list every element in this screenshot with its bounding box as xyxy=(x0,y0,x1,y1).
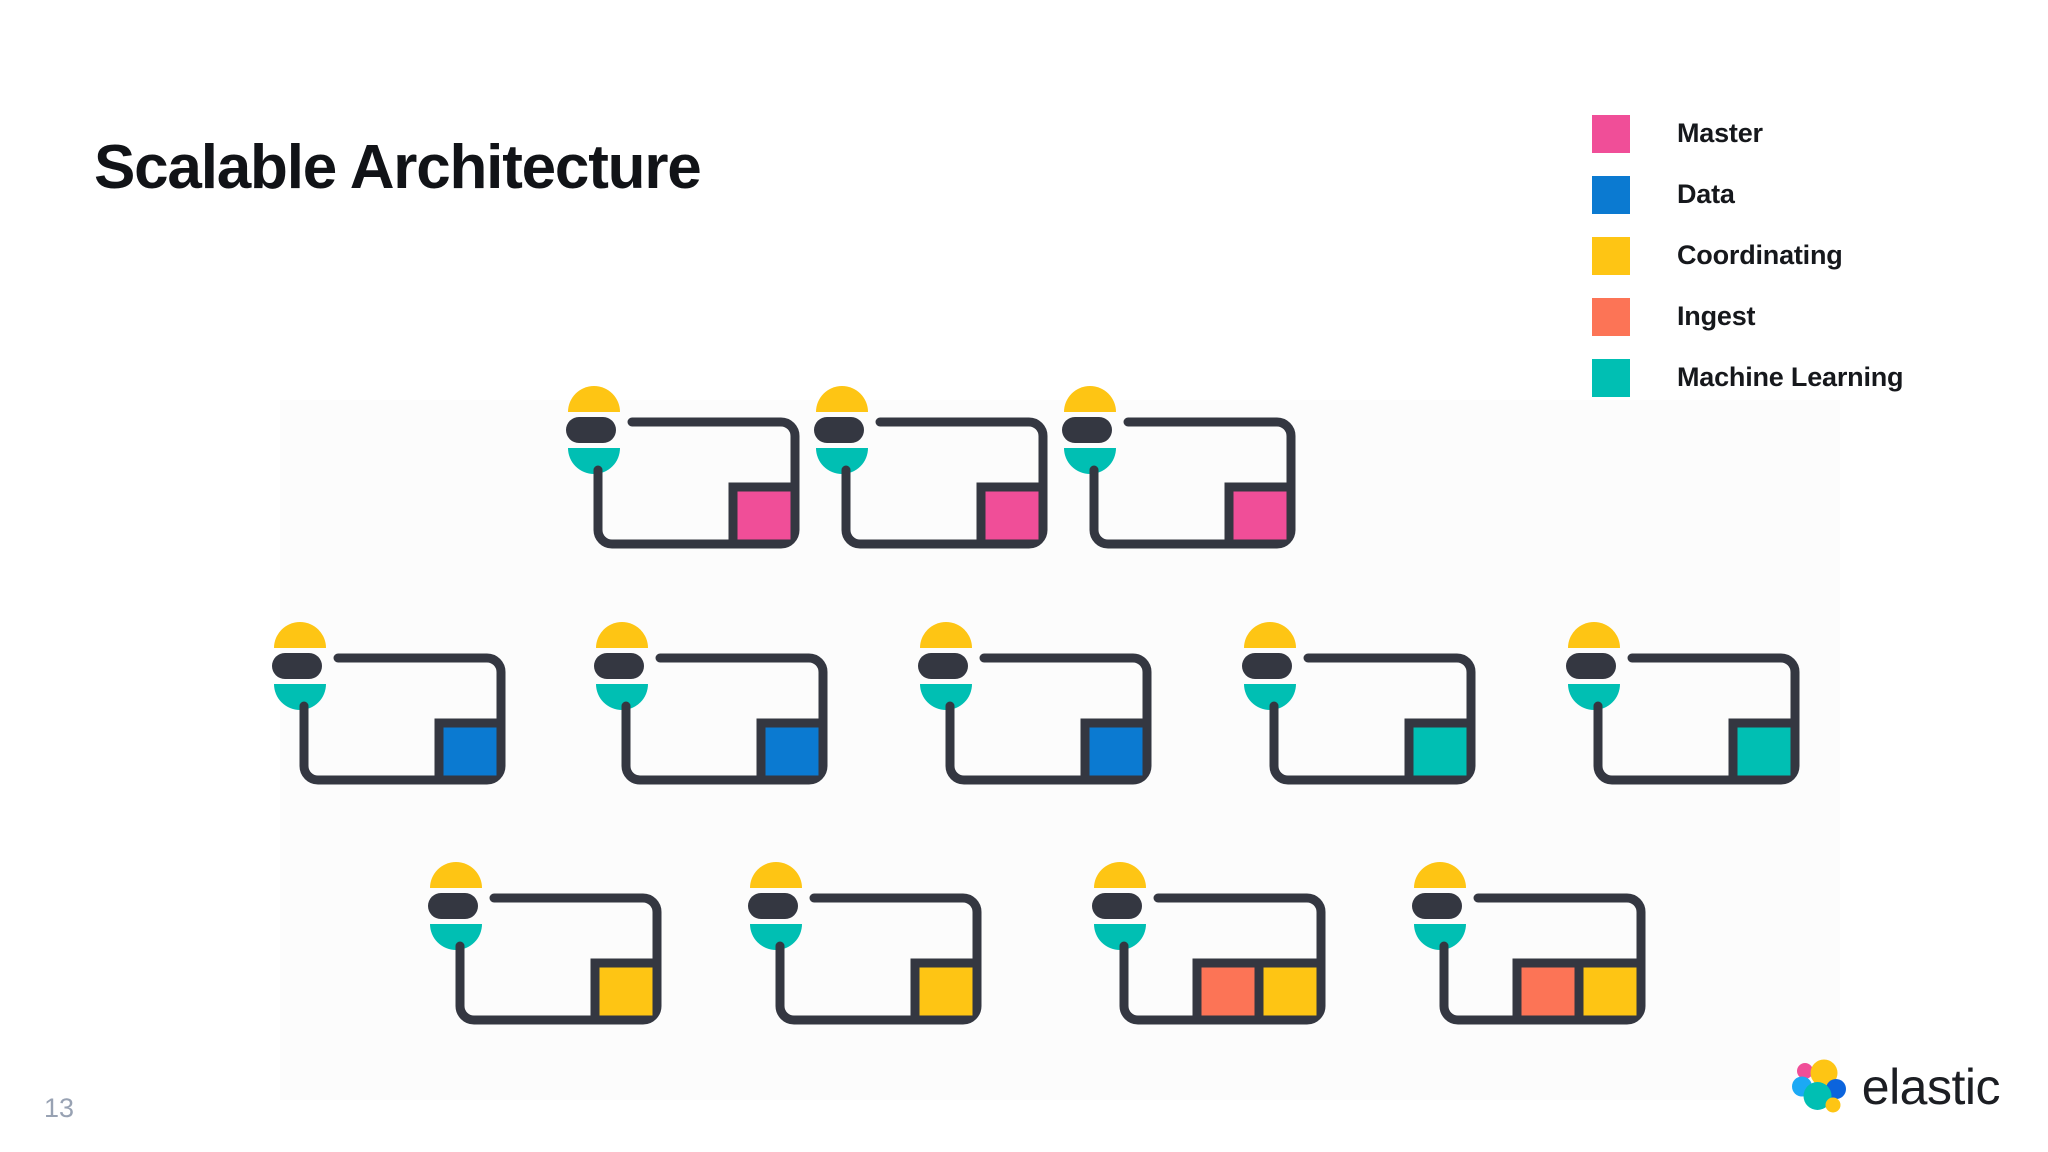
node-outline xyxy=(1119,893,1326,1025)
elastic-mark-icon xyxy=(1062,386,1116,474)
cluster-node-graphic xyxy=(594,622,828,785)
node-outline xyxy=(775,893,982,1025)
cluster-node[interactable] xyxy=(918,618,1168,794)
node-outline xyxy=(621,653,828,785)
cluster-node[interactable] xyxy=(1566,618,1816,794)
cluster-node[interactable] xyxy=(1412,858,1662,1034)
elastic-mark-icon xyxy=(1242,622,1296,710)
node-role-badge-frame xyxy=(756,718,823,780)
cluster-node-graphic xyxy=(428,862,662,1025)
node-outline xyxy=(1089,417,1296,549)
cluster-node[interactable] xyxy=(1092,858,1342,1034)
node-role-badge-master[interactable] xyxy=(1233,491,1287,540)
cluster-node[interactable] xyxy=(1062,382,1312,558)
page-number: 13 xyxy=(44,1093,75,1123)
cluster-node-graphic xyxy=(748,862,982,1025)
cluster-node-graphic xyxy=(814,386,1048,549)
legend-item-data[interactable]: Data xyxy=(1592,164,1903,225)
cluster-node[interactable] xyxy=(814,382,1064,558)
node-role-badge-frame xyxy=(1404,718,1471,780)
cluster-node-graphic xyxy=(566,386,800,549)
legend-item-coordinating[interactable]: Coordinating xyxy=(1592,225,1903,286)
elastic-mark-icon xyxy=(814,386,868,474)
node-role-badge-ingest[interactable] xyxy=(1521,967,1575,1016)
elastic-mark-icon xyxy=(1412,862,1466,950)
elastic-mark-icon xyxy=(566,386,620,474)
node-role-badge-frame xyxy=(1080,718,1147,780)
cluster-node[interactable] xyxy=(748,858,998,1034)
node-role-badge-coordinating[interactable] xyxy=(1583,967,1637,1016)
elastic-mark-icon xyxy=(428,862,482,950)
elastic-wordmark: elastic xyxy=(1861,1059,2001,1115)
cluster-node-graphic xyxy=(918,622,1152,785)
node-role-badge-frame xyxy=(1728,718,1795,780)
node-role-badge-frame xyxy=(1224,482,1291,544)
legend-label-coordinating: Coordinating xyxy=(1677,240,1843,270)
node-role-badge-machine-learning[interactable] xyxy=(1737,727,1791,776)
node-role-badge-coordinating[interactable] xyxy=(919,967,973,1016)
page-title: Scalable Architecture xyxy=(94,132,702,202)
legend-swatch-data xyxy=(1592,175,1630,214)
legend-label-master: Master xyxy=(1677,118,1763,148)
node-role-badge-frame xyxy=(910,958,977,1020)
node-outline xyxy=(593,417,800,549)
node-role-badge-frame xyxy=(590,958,657,1020)
legend-item-master[interactable]: Master xyxy=(1592,103,1903,164)
node-outline xyxy=(1269,653,1476,785)
elastic-mark-icon xyxy=(594,622,648,710)
node-outline xyxy=(1439,893,1646,1025)
node-role-badge-master[interactable] xyxy=(985,491,1039,540)
brand-logo: elastic xyxy=(1788,1058,2001,1116)
node-role-badge-coordinating[interactable] xyxy=(599,967,653,1016)
node-outline xyxy=(1593,653,1800,785)
legend-swatch-machine-learning xyxy=(1592,358,1630,397)
cluster-node[interactable] xyxy=(428,858,678,1034)
legend-swatch-ingest xyxy=(1592,297,1630,336)
legend-item-machine-learning[interactable]: Machine Learning xyxy=(1592,347,1904,408)
node-outline xyxy=(945,653,1152,785)
cluster-node-graphic xyxy=(1566,622,1800,785)
node-role-badge-ingest[interactable] xyxy=(1201,967,1255,1016)
elastic-cluster-icon xyxy=(1791,1059,1846,1113)
node-role-badge-frame xyxy=(1192,958,1259,1020)
legend-swatch-coordinating xyxy=(1592,236,1630,275)
node-role-badge-data[interactable] xyxy=(1089,727,1143,776)
cluster-node-graphic xyxy=(1062,386,1296,549)
node-role-badge-frame xyxy=(976,482,1043,544)
node-role-badge-data[interactable] xyxy=(443,727,497,776)
node-role-badge-machine-learning[interactable] xyxy=(1413,727,1467,776)
cluster-node-graphic xyxy=(1242,622,1476,785)
node-role-badge-master[interactable] xyxy=(737,491,791,540)
elastic-mark-icon xyxy=(1566,622,1620,710)
cluster-node[interactable] xyxy=(566,382,816,558)
cluster-node[interactable] xyxy=(1242,618,1492,794)
legend-label-machine-learning: Machine Learning xyxy=(1677,362,1904,392)
elastic-mark-icon xyxy=(1092,862,1146,950)
node-role-badge-data[interactable] xyxy=(765,727,819,776)
cluster-node-graphic xyxy=(1092,862,1326,1025)
cluster-node-graphic xyxy=(272,622,506,785)
node-role-badge-frame xyxy=(728,482,795,544)
legend: Master Data Coordinating Ingest Machine … xyxy=(1592,103,1904,408)
node-outline xyxy=(299,653,506,785)
legend-swatch-master xyxy=(1592,114,1630,153)
legend-label-ingest: Ingest xyxy=(1677,301,1756,331)
node-role-badge-frame xyxy=(434,718,501,780)
node-role-badge-coordinating[interactable] xyxy=(1263,967,1317,1016)
cluster-node[interactable] xyxy=(272,618,522,794)
legend-item-ingest[interactable]: Ingest xyxy=(1592,286,1903,347)
node-outline xyxy=(841,417,1048,549)
node-role-badge-frame xyxy=(1512,958,1579,1020)
elastic-mark-icon xyxy=(918,622,972,710)
legend-label-data: Data xyxy=(1677,179,1735,209)
elastic-mark-icon xyxy=(748,862,802,950)
elastic-mark-icon xyxy=(272,622,326,710)
cluster-node-graphic xyxy=(1412,862,1646,1025)
cluster-node[interactable] xyxy=(594,618,844,794)
node-outline xyxy=(455,893,662,1025)
